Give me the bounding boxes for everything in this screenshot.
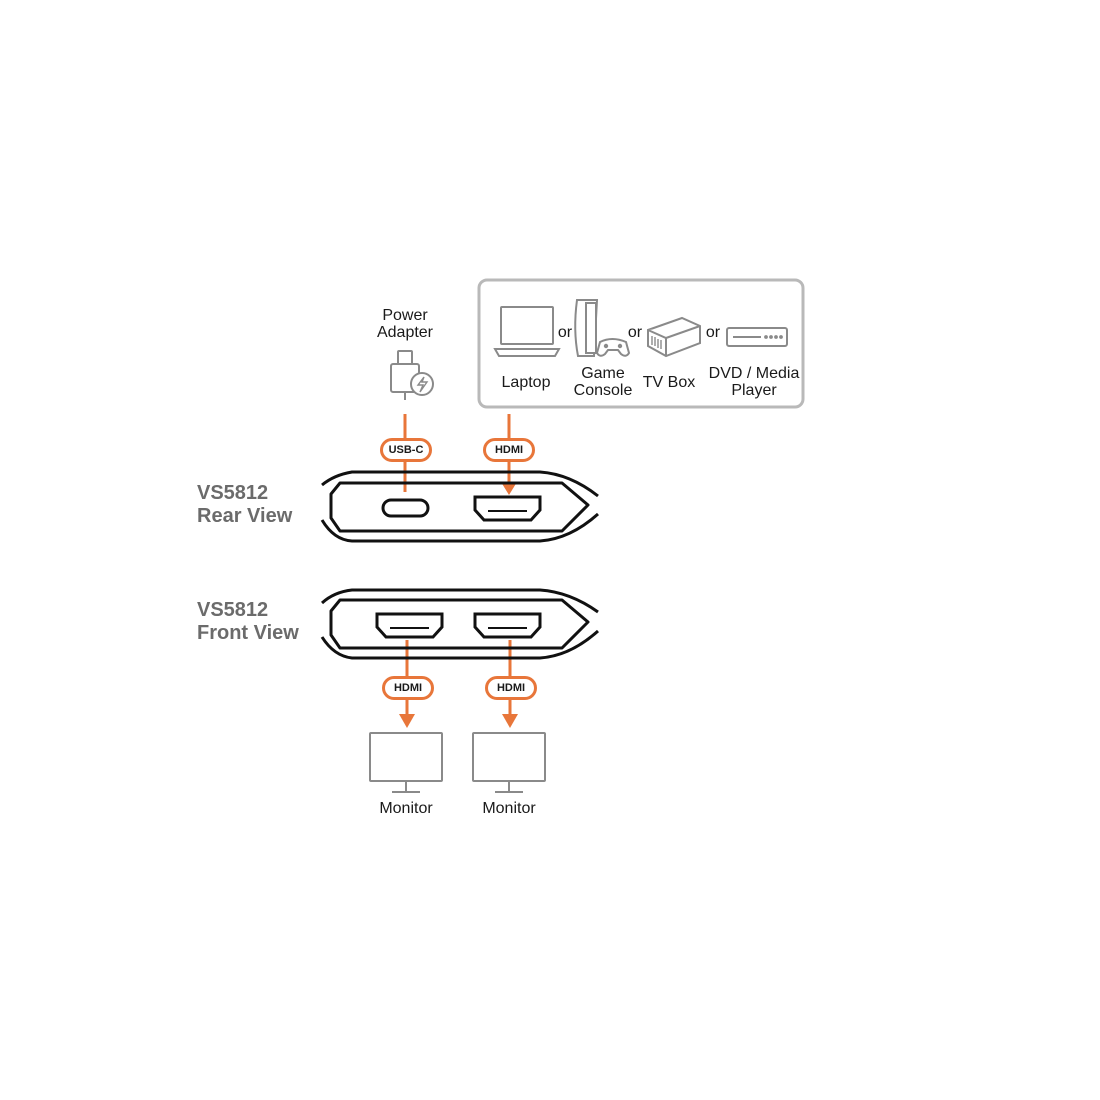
monitor-1-label: Monitor	[379, 800, 433, 817]
front-hdmi-tag-2: HDMI	[485, 676, 537, 700]
game-console-icon	[574, 299, 631, 357]
front-hdmi-port-2	[473, 612, 542, 639]
game-console-label: Game Console	[573, 365, 633, 399]
rear-hdmi-tag: HDMI	[483, 438, 535, 462]
rear-usbc-port	[381, 498, 430, 518]
front-device-body	[320, 588, 599, 660]
usb-c-plug-icon	[390, 350, 434, 400]
rear-usbc-tag: USB-C	[380, 438, 432, 462]
monitor-2-icon	[472, 732, 546, 793]
rear-hdmi-port	[473, 495, 542, 522]
monitor-1-icon	[369, 732, 443, 793]
rear-device-body	[320, 470, 599, 543]
arrow-heads	[399, 482, 518, 728]
or-label-2: or	[627, 324, 643, 341]
laptop-icon	[493, 306, 561, 357]
monitor-2-label: Monitor	[482, 800, 536, 817]
laptop-label: Laptop	[501, 374, 551, 391]
dvd-player-label: DVD / Media Player	[708, 365, 800, 399]
front-view-title: VS5812 Front View	[197, 599, 299, 644]
front-hdmi-port-1	[375, 612, 444, 639]
dvd-player-icon	[726, 327, 788, 347]
or-label-1: or	[557, 324, 573, 341]
or-label-3: or	[705, 324, 721, 341]
power-adapter-label: Power Adapter	[376, 307, 434, 341]
tv-box-label: TV Box	[642, 374, 696, 391]
front-hdmi-tag-1: HDMI	[382, 676, 434, 700]
source-devices-box	[477, 278, 805, 409]
tv-box-icon	[647, 316, 701, 358]
rear-view-title: VS5812 Rear View	[197, 482, 293, 527]
